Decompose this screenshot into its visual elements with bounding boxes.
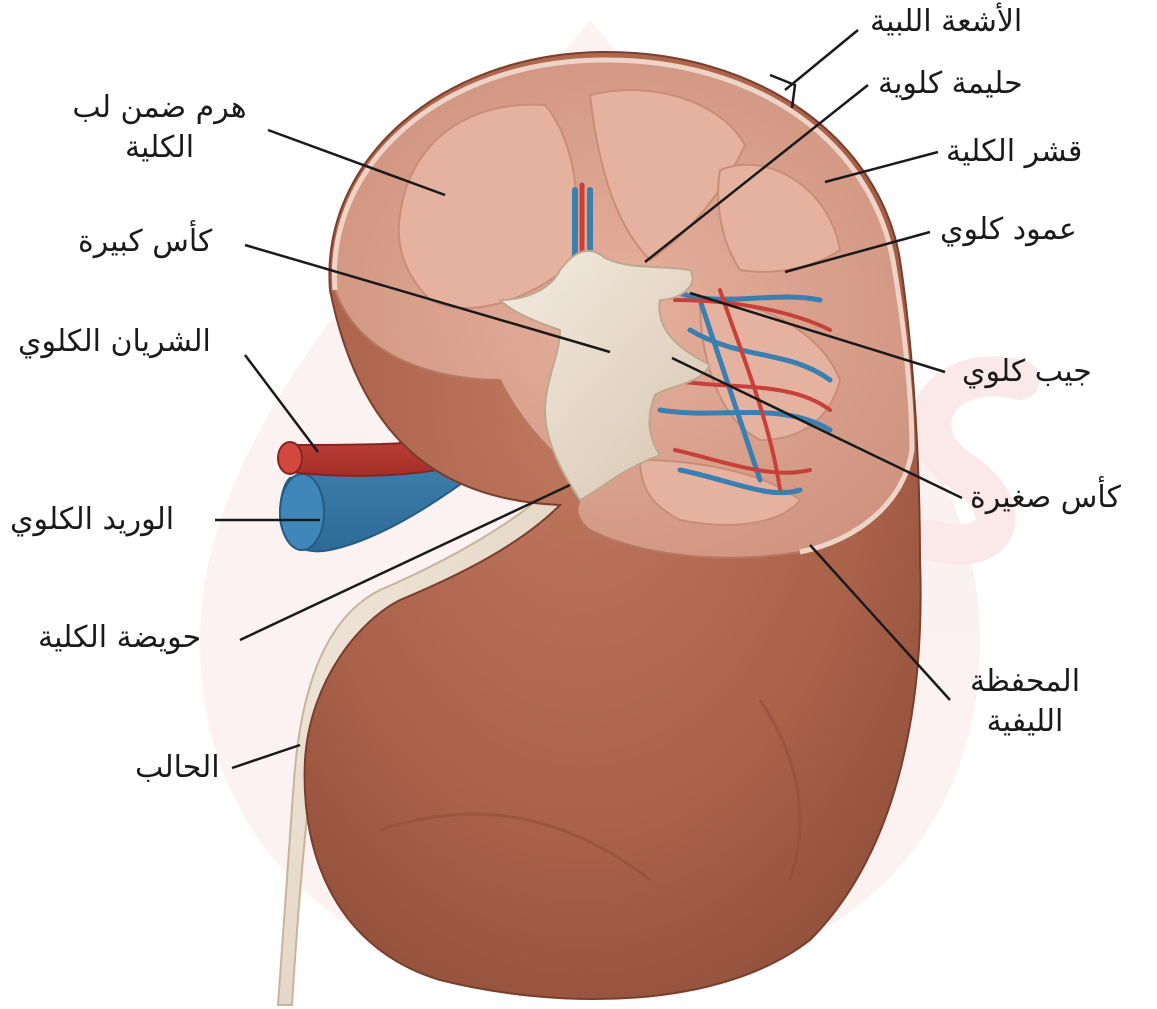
label-renal-vein: الوريد الكلوي (10, 500, 174, 540)
label-renal-sinus: جيب كلوي (962, 352, 1092, 392)
label-pyramid: هرم ضمن لب الكلية (52, 88, 267, 168)
label-medullary-rays: الأشعة اللبية (870, 2, 1022, 42)
label-fibrous-capsule: المحفظة الليفية (955, 662, 1095, 742)
label-ureter: الحالب (135, 748, 220, 788)
label-pyramid-line2: الكلية (52, 128, 267, 168)
label-renal-cortex: قشر الكلية (946, 132, 1082, 172)
label-renal-pelvis: حويضة الكلية (38, 618, 201, 658)
renal-vein-end (280, 474, 324, 550)
label-renal-artery: الشريان الكلوي (18, 322, 211, 362)
label-fibrous-capsule-line1: المحفظة (955, 662, 1095, 702)
label-renal-column: عمود كلوي (940, 210, 1077, 250)
label-minor-calyx: كأس صغيرة (970, 478, 1121, 518)
label-renal-papilla: حليمة كلوية (878, 64, 1023, 104)
label-major-calyx: كأس كبيرة (78, 222, 212, 262)
leader-medullary-rays (785, 30, 858, 90)
label-pyramid-line1: هرم ضمن لب (52, 88, 267, 128)
renal-artery-end (278, 442, 302, 474)
label-fibrous-capsule-line2: الليفية (955, 702, 1095, 742)
